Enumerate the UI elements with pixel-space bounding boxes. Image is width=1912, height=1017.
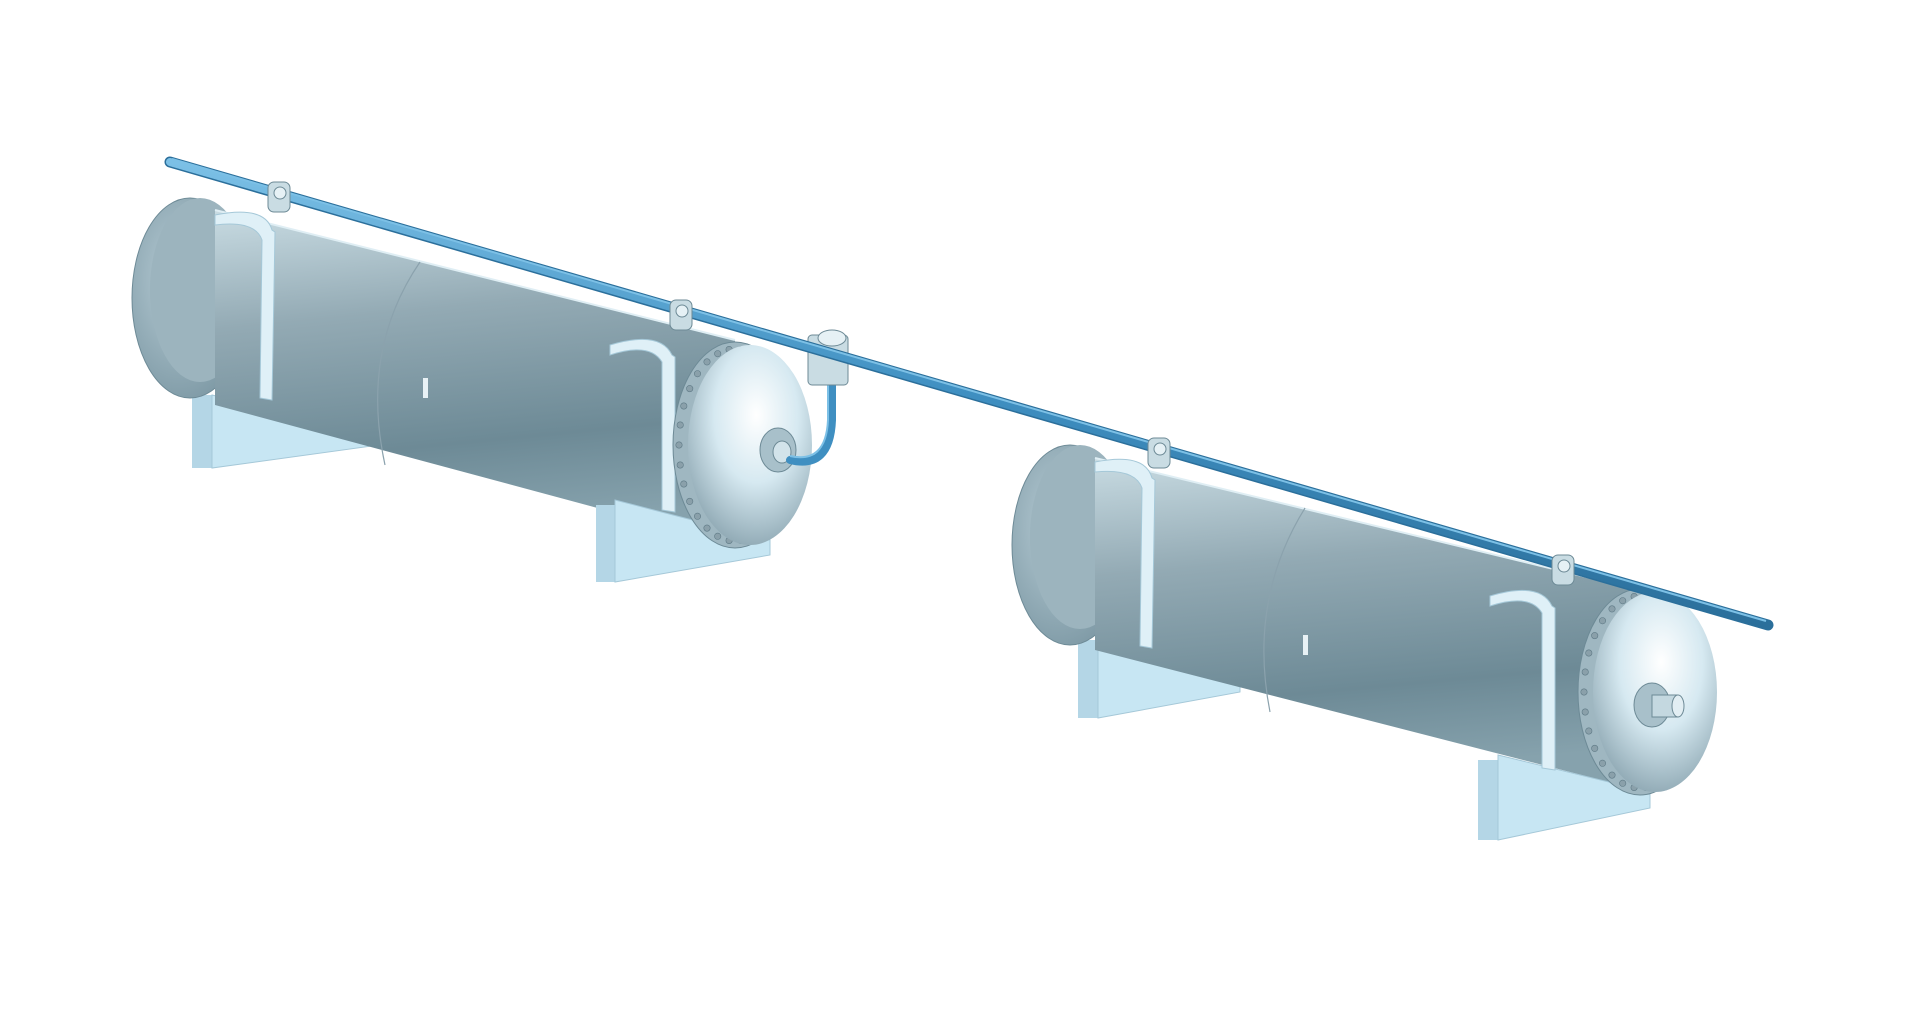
flange-bolt [1580,688,1588,696]
flange-bolt [693,512,701,520]
saddle-wrap-back [214,211,276,401]
flange-bolt [1599,617,1607,625]
flange-bolt [680,402,688,410]
flange-bolt [680,480,688,488]
pipe-clamp [669,299,693,331]
flange-bolt [693,370,701,378]
vessel-shell [1095,458,1640,790]
shell-seam [377,261,421,466]
flange-bolt [1608,605,1616,613]
front-head [688,345,812,545]
pipe-clamps [267,181,1575,586]
flange-bolt [703,358,711,366]
flange-bolt [703,524,711,532]
flange-bolt [1591,632,1599,640]
nameplate [423,378,428,398]
flange-bolt [1599,759,1607,767]
nameplate [1303,635,1308,655]
overhead-pipe [164,156,1774,631]
flange-bolt [1581,708,1589,716]
pipe-clamp [1147,437,1171,469]
shell-seam [1263,507,1306,713]
flange-bolt [1581,668,1589,676]
flange-bolt [1585,649,1593,657]
outlet-nozzle [759,427,797,473]
flange-bolt [676,421,684,429]
vessel-shell [215,210,735,545]
connecting-pipe [786,376,836,466]
flange-bolt [1585,727,1593,735]
pipe-clamp [267,181,291,213]
saddle-front [1478,589,1651,841]
saddle-front [596,338,771,583]
flange-bolt [686,385,694,393]
saddle-wrap-back [1094,458,1156,649]
flange-bolt [676,461,684,469]
flange-bolt [1591,744,1599,752]
flange-bolt [686,497,694,505]
outlet-nozzle [1633,682,1685,728]
flange-bolt [675,441,683,449]
flange-bolt [1619,779,1627,787]
flange-bolt [714,350,722,358]
vessel-2 [1011,444,1717,841]
flange-bolt [1608,771,1616,779]
flange-bolt [1619,597,1627,605]
pipe-clamp [1551,554,1575,586]
flange-bolt [714,532,722,540]
